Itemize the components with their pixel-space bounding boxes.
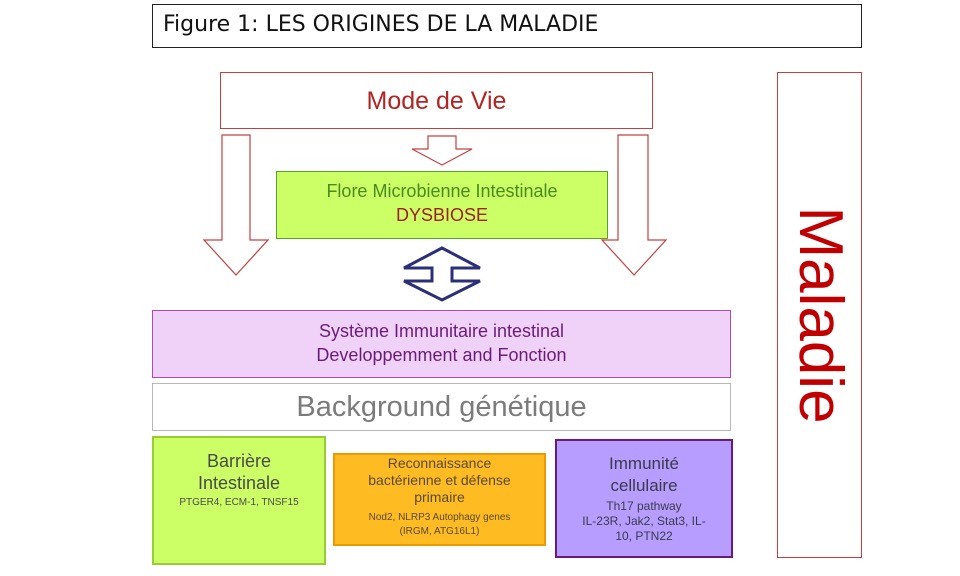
immunite-sub-2: IL-23R, Jak2, Stat3, IL-: [582, 514, 706, 528]
systeme-line2: Developpemment and Fonction: [316, 345, 567, 365]
flore-microbienne-box: Flore Microbienne Intestinale DYSBIOSE: [276, 171, 608, 239]
recon-title-1: Reconnaissance: [387, 455, 492, 471]
left-down-arrow: [202, 134, 270, 276]
recon-title-3: primaire: [414, 489, 465, 505]
immunite-title-2: cellulaire: [610, 476, 678, 495]
reconnaissance-box: Reconnaissance bactérienne et défense pr…: [333, 453, 546, 546]
systeme-immunitaire-box: Système Immunitaire intestinal Developpe…: [152, 310, 731, 378]
flore-label: Flore Microbienne Intestinale: [326, 181, 558, 201]
background-genetique-box: Background génétique: [152, 383, 731, 431]
dysbiose-label: DYSBIOSE: [395, 205, 489, 225]
recon-title-2: bactérienne et défense: [368, 472, 511, 488]
immunite-cellulaire-box: Immunité cellulaire Th17 pathway IL-23R,…: [555, 439, 733, 558]
mode-de-vie-box: Mode de Vie: [220, 72, 653, 129]
maladie-label: Maladie: [785, 206, 855, 424]
immunite-sub-3: 10, PTN22: [615, 529, 673, 543]
figure-title: Figure 1: LES ORIGINES DE LA MALADIE: [152, 4, 862, 48]
double-vertical-arrow: [403, 246, 481, 302]
immunite-title-1: Immunité: [609, 454, 679, 473]
recon-genes-1: Nod2, NLRP3 Autophagy genes: [368, 512, 511, 523]
barriere-intestinale-box: Barrière Intestinale PTGER4, ECM-1, TNSF…: [152, 436, 326, 565]
barriere-genes: PTGER4, ECM-1, TNSF15: [179, 497, 299, 508]
immunite-sub-1: Th17 pathway: [606, 499, 682, 513]
systeme-line1: Système Immunitaire intestinal: [318, 321, 565, 341]
right-down-arrow: [600, 134, 668, 276]
maladie-box: Maladie: [777, 72, 862, 558]
barriere-title-1: Barrière: [206, 451, 272, 471]
recon-genes-2: (IRGM, ATG16L1): [399, 526, 480, 537]
barriere-title-2: Intestinale: [197, 473, 281, 493]
center-down-arrow: [411, 135, 473, 166]
